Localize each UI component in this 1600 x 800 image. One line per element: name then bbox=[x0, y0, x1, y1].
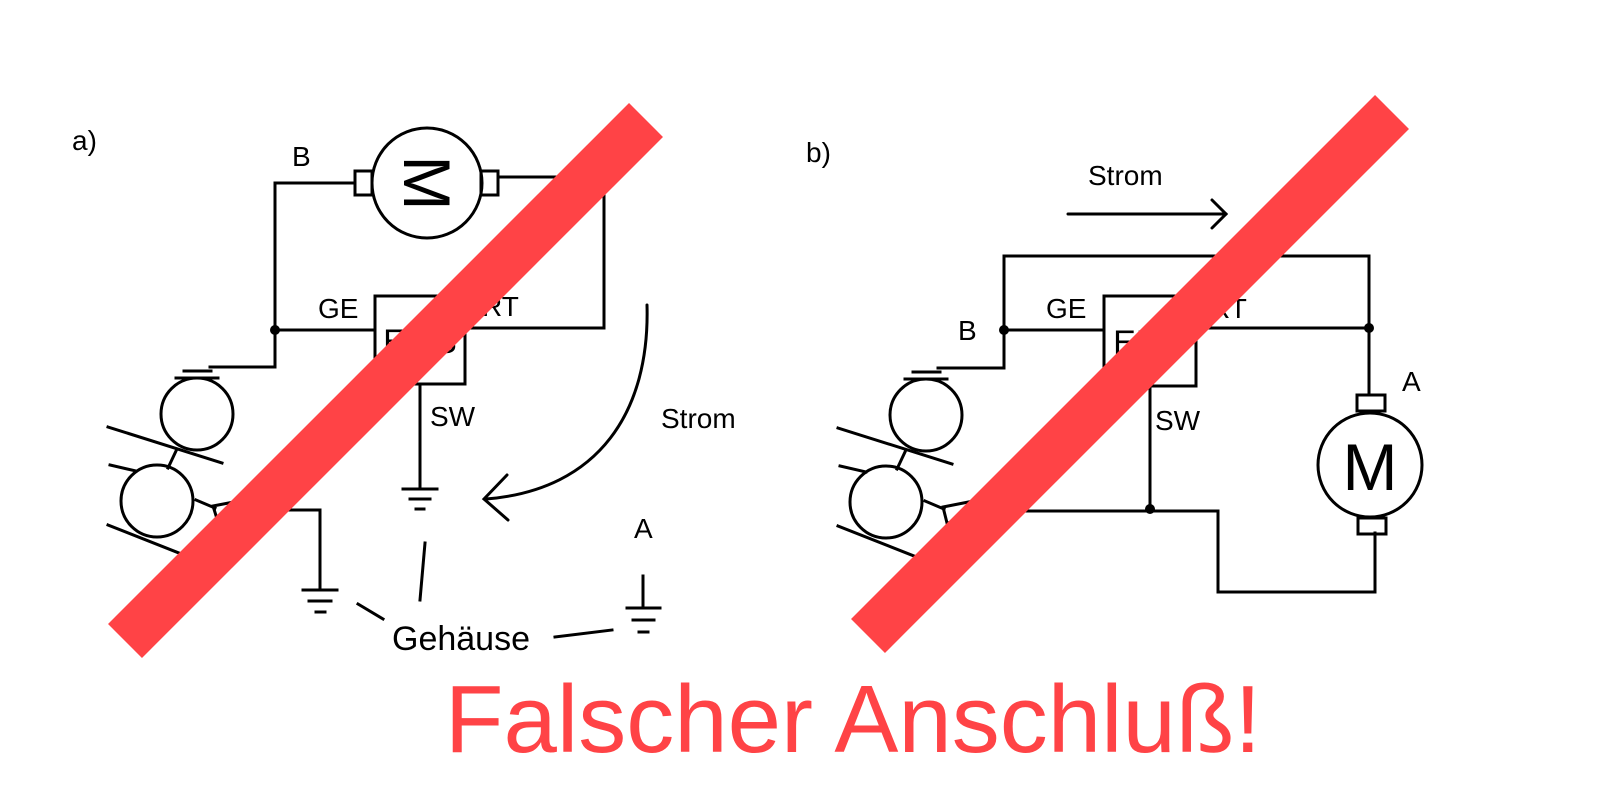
wire-a-lamp bbox=[208, 328, 277, 369]
lamp-a-upper bbox=[159, 376, 235, 452]
wire-a-rt bbox=[463, 175, 606, 330]
junction-a bbox=[270, 325, 280, 335]
strike-b bbox=[851, 95, 1409, 653]
strom-label-a: Strom bbox=[661, 403, 736, 434]
a-label-a: A bbox=[634, 513, 653, 544]
sw-label-b: SW bbox=[1155, 405, 1201, 436]
motor-a-label: M bbox=[390, 156, 464, 211]
ground-symbol-a-sw bbox=[401, 487, 439, 511]
current-arrowhead-b bbox=[1210, 198, 1229, 230]
wire-b-lamp bbox=[936, 328, 1006, 370]
motor-a-brush-left bbox=[353, 169, 374, 197]
junction-b-left bbox=[999, 325, 1009, 335]
motor-b: M bbox=[1316, 393, 1424, 536]
b-label-b: B bbox=[958, 315, 977, 346]
current-arrow-a bbox=[484, 303, 649, 501]
ground-symbol-a-a bbox=[625, 574, 662, 634]
strom-label-b: Strom bbox=[1088, 160, 1163, 191]
wire-b-return bbox=[1005, 509, 1377, 594]
ge-label-a: GE bbox=[318, 293, 358, 324]
wire-a-gnd bbox=[274, 508, 322, 590]
leader-gehaeuse-right bbox=[553, 628, 614, 639]
lamp-b-lower bbox=[848, 464, 924, 540]
leader-gehaeuse-left bbox=[355, 601, 386, 622]
panel-a: a) M EMS GE RT B SW Strom bbox=[72, 103, 736, 658]
motor-b-brush-bottom bbox=[1356, 516, 1388, 536]
gehaeuse-label: Gehäuse bbox=[392, 620, 530, 658]
a-label-b: A bbox=[1402, 366, 1421, 397]
sw-label-a: SW bbox=[430, 401, 476, 432]
leader-gehaeuse-mid bbox=[418, 541, 427, 602]
motor-a: M bbox=[353, 126, 500, 240]
strike-a bbox=[108, 103, 663, 658]
warning-text: Falscher Anschluß! bbox=[445, 666, 1261, 773]
junction-b-right bbox=[1364, 323, 1374, 333]
lamp-b-upper bbox=[888, 377, 964, 453]
current-arrowhead-a bbox=[481, 473, 510, 522]
ground-symbol-a-lamp bbox=[301, 588, 339, 614]
wire-a-b bbox=[273, 181, 357, 332]
motor-b-brush-top bbox=[1355, 393, 1387, 413]
panel-a-label: a) bbox=[72, 125, 97, 156]
panel-b: b) Strom B EMS GE RT SW M A bbox=[806, 95, 1424, 653]
motor-b-label: M bbox=[1343, 430, 1398, 504]
panel-b-label: b) bbox=[806, 137, 831, 168]
motor-a-brush-right bbox=[479, 169, 500, 197]
b-label-a: B bbox=[292, 141, 311, 172]
ge-label-b: GE bbox=[1046, 293, 1086, 324]
lamp-a-lower bbox=[119, 463, 195, 539]
